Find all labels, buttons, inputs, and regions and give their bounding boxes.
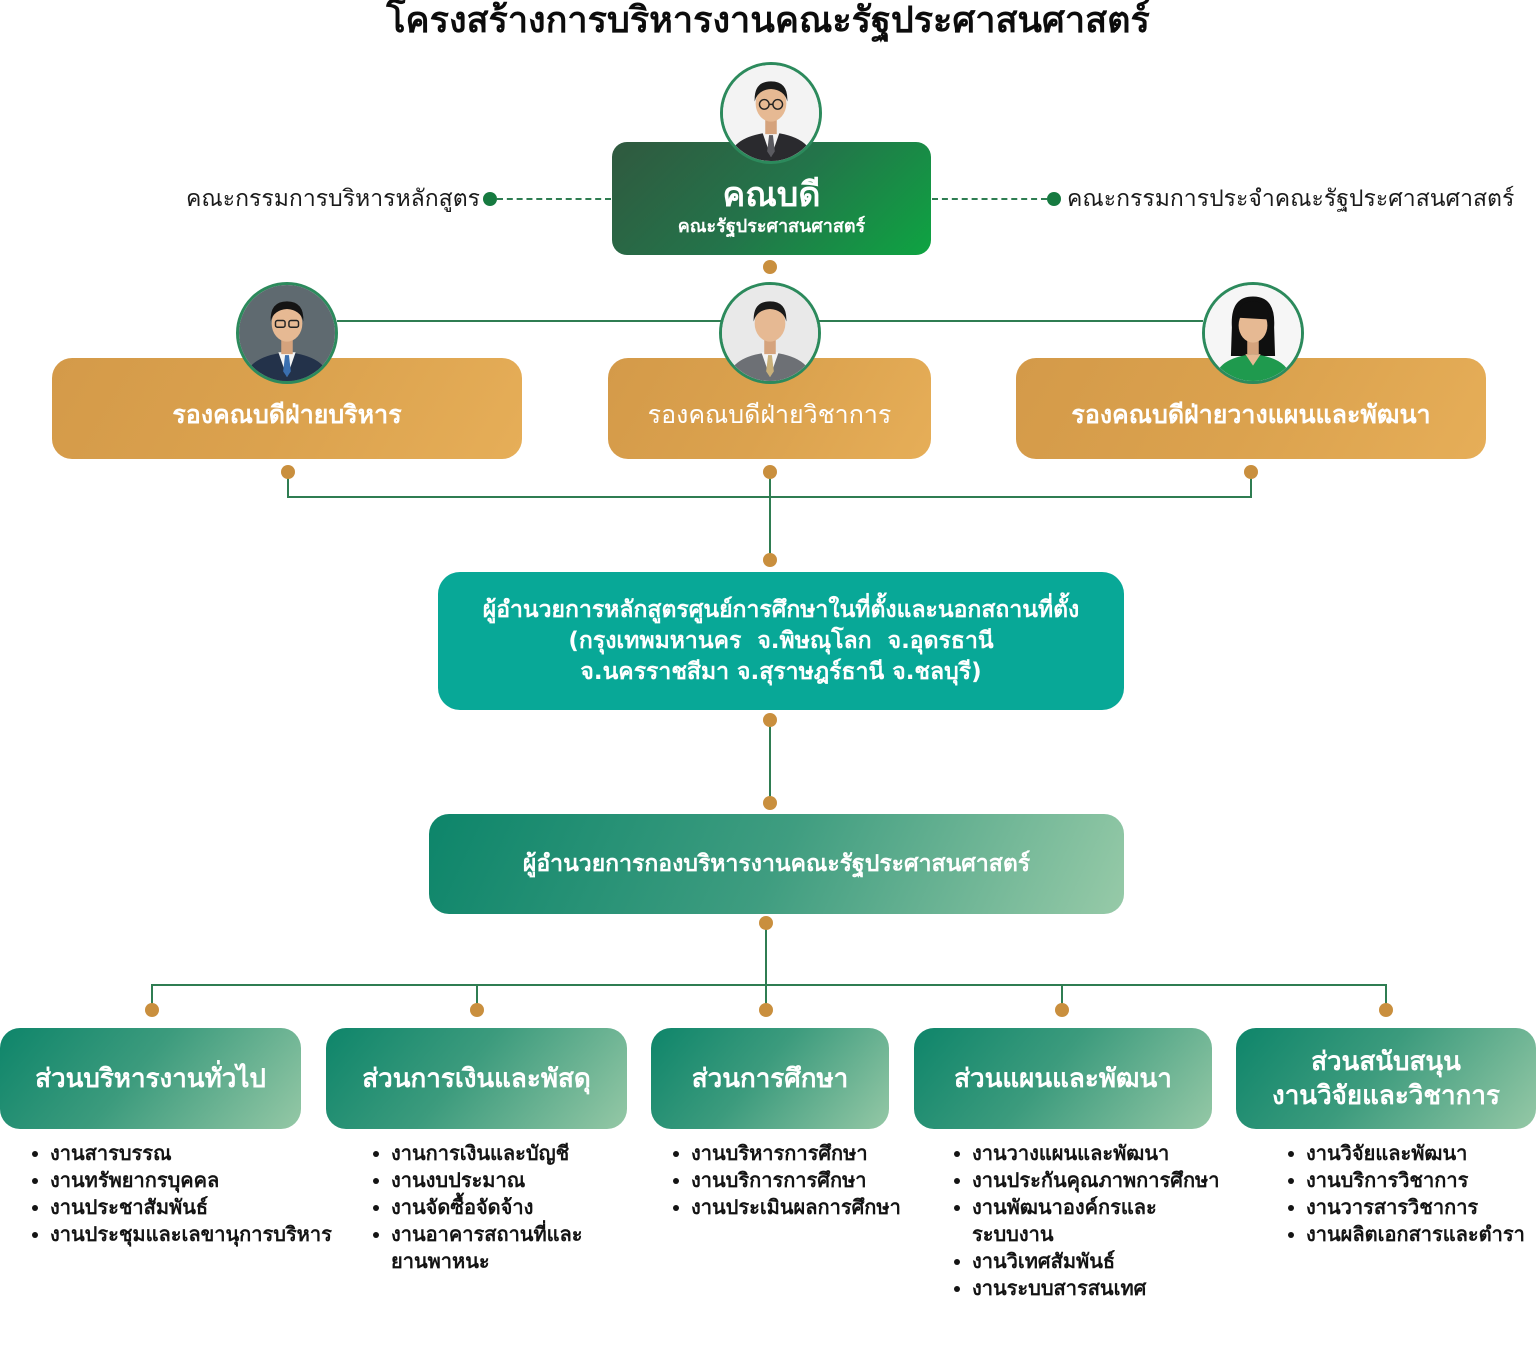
- committee-left-label: คณะกรรมการบริหารหลักสูตร: [186, 186, 480, 212]
- campus-director-box: ผู้อำนวยการหลักสูตรศูนย์การศึกษาในที่ตั้…: [438, 572, 1124, 710]
- task-item: งานบริหารการศึกษา: [671, 1140, 901, 1167]
- connector-line: [769, 472, 771, 560]
- division-dot: [1379, 1003, 1393, 1017]
- division-education-tasks: งานบริหารการศึกษา งานบริการการศึกษา งานป…: [671, 1140, 901, 1221]
- task-item: งานระบบสารสนเทศ: [952, 1275, 1219, 1302]
- division-director-label: ผู้อำนวยการกองบริหารงานคณะรัฐประศาสนศาสต…: [522, 851, 1031, 877]
- task-item: งานพัฒนาองค์กรและ ระบบงาน: [952, 1194, 1219, 1248]
- connector-line: [151, 984, 153, 1010]
- task-item: งานวิเทศสัมพันธ์: [952, 1248, 1219, 1275]
- division-research-support-tasks: งานวิจัยและพัฒนา งานบริการวิชาการ งานวาร…: [1286, 1140, 1525, 1248]
- vice-dean-academic-label: รองคณบดีฝ่ายวิชาการ: [647, 399, 892, 429]
- division-dot: [470, 1003, 484, 1017]
- committee-right-label: คณะกรรมการประจำคณะรัฐประศาสนศาสตร์: [1067, 186, 1515, 212]
- task-item: งานประเมินผลการศึกษา: [671, 1194, 901, 1221]
- task-item: งานวารสารวิชาการ: [1286, 1194, 1525, 1221]
- connector-line: [765, 923, 767, 1010]
- vice-dean-academic-photo: [719, 282, 821, 384]
- connector-dot: [763, 713, 777, 727]
- task-item: งานอาคารสถานที่และ ยานพาหนะ: [371, 1221, 583, 1275]
- connector-dot: [763, 553, 777, 567]
- committee-left-dot: [483, 192, 497, 206]
- task-item: งานจัดซื้อจัดจ้าง: [371, 1194, 583, 1221]
- connector-dot: [763, 796, 777, 810]
- divisions-connector-line: [151, 984, 1387, 986]
- campus-director-line-3: จ.นครราชสีมา จ.สุราษฎร์ธานี จ.ชลบุรี): [580, 658, 982, 685]
- vice-dean-planning-photo: [1202, 282, 1304, 384]
- campus-director-line-2: (กรุงเทพมหานคร จ.พิษณุโลก จ.อุดรธานี: [568, 627, 994, 654]
- connector-line: [1061, 984, 1063, 1010]
- task-item: งานงบประมาณ: [371, 1167, 583, 1194]
- division-planning-tasks: งานวางแผนและพัฒนา งานประกันคุณภาพการศึกษ…: [952, 1140, 1219, 1302]
- task-item: งานผลิตเอกสารและตำรา: [1286, 1221, 1525, 1248]
- task-item: งานทรัพยากรบุคคล: [30, 1167, 332, 1194]
- division-label: ส่วนสนับสนุน งานวิจัยและวิชาการ: [1272, 1046, 1500, 1111]
- task-item: งานบริการการศึกษา: [671, 1167, 901, 1194]
- task-item: งานประชุมและเลขานุการบริหาร: [30, 1221, 332, 1248]
- vice-dean-planning-dot: [1244, 465, 1258, 479]
- dean-connector-dot: [763, 260, 777, 274]
- task-item: งานสารบรรณ: [30, 1140, 332, 1167]
- committee-right-dashed-line: [932, 198, 1047, 200]
- committee-left-dashed-line: [497, 198, 611, 200]
- division-dot: [145, 1003, 159, 1017]
- vice-dean-planning-label: รองคณบดีฝ่ายวางแผนและพัฒนา: [1071, 399, 1431, 429]
- connector-line: [1385, 984, 1387, 1010]
- division-director-box: ผู้อำนวยการกองบริหารงานคณะรัฐประศาสนศาสต…: [429, 814, 1124, 914]
- page-title: โครงสร้างการบริหารงานคณะรัฐประศาสนศาสตร์: [386, 0, 1150, 41]
- vice-dean-admin-label: รองคณบดีฝ่ายบริหาร: [172, 399, 402, 429]
- division-dot: [759, 1003, 773, 1017]
- connector-line: [476, 984, 478, 1010]
- division-label: ส่วนแผนและพัฒนา: [954, 1063, 1172, 1094]
- committee-right-dot: [1047, 192, 1061, 206]
- division-planning-box: ส่วนแผนและพัฒนา: [914, 1028, 1212, 1129]
- connector-line: [769, 720, 771, 803]
- division-label: ส่วนการเงินและพัสดุ: [362, 1063, 591, 1094]
- division-finance-tasks: งานการเงินและบัญชี งานงบประมาณ งานจัดซื้…: [371, 1140, 583, 1275]
- division-education-box: ส่วนการศึกษา: [651, 1028, 889, 1129]
- task-item: งานวางแผนและพัฒนา: [952, 1140, 1219, 1167]
- task-item: งานประชาสัมพันธ์: [30, 1194, 332, 1221]
- task-item: งานประกันคุณภาพการศึกษา: [952, 1167, 1219, 1194]
- connector-line: [1250, 472, 1252, 498]
- division-finance-box: ส่วนการเงินและพัสดุ: [326, 1028, 627, 1129]
- task-item: งานวิจัยและพัฒนา: [1286, 1140, 1525, 1167]
- division-label: ส่วนบริหารงานทั่วไป: [35, 1063, 266, 1094]
- connector-line: [287, 472, 289, 498]
- vice-dean-admin-dot: [281, 465, 295, 479]
- task-item: งานบริการวิชาการ: [1286, 1167, 1525, 1194]
- vice-dean-academic-dot: [763, 465, 777, 479]
- task-item: งานการเงินและบัญชี: [371, 1140, 583, 1167]
- campus-director-line-1: ผู้อำนวยการหลักสูตรศูนย์การศึกษาในที่ตั้…: [482, 596, 1080, 623]
- division-research-support-box: ส่วนสนับสนุน งานวิจัยและวิชาการ: [1236, 1028, 1536, 1129]
- division-general-admin-box: ส่วนบริหารงานทั่วไป: [0, 1028, 301, 1129]
- dean-subtitle: คณะรัฐประศาสนศาสตร์: [677, 215, 866, 237]
- vice-dean-admin-photo: [236, 282, 338, 384]
- dean-title: คณบดี: [722, 174, 821, 215]
- division-label: ส่วนการศึกษา: [691, 1063, 849, 1094]
- connector-dot: [759, 916, 773, 930]
- division-general-admin-tasks: งานสารบรรณ งานทรัพยากรบุคคล งานประชาสัมพ…: [30, 1140, 332, 1248]
- dean-photo: [720, 62, 822, 164]
- division-dot: [1055, 1003, 1069, 1017]
